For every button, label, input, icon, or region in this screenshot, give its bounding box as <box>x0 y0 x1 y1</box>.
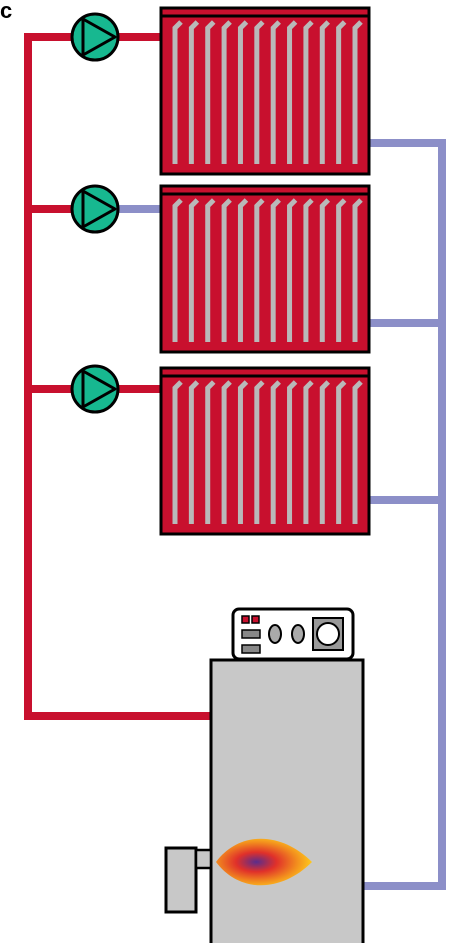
radiator-fin <box>254 380 265 524</box>
radiator-3 <box>159 366 371 536</box>
radiator-fin <box>319 380 331 524</box>
indicator-light <box>251 615 260 624</box>
pump-2-icon <box>70 184 120 234</box>
radiator-fin <box>172 20 183 164</box>
indicator-light <box>241 615 250 624</box>
panel-switch <box>241 629 261 639</box>
burner-nozzle <box>194 848 213 870</box>
radiator-1 <box>159 6 371 176</box>
pump-3-icon <box>70 364 120 414</box>
radiator-fin <box>352 198 363 342</box>
corner-label: c <box>0 0 13 23</box>
radiator-fin <box>172 198 183 342</box>
radiator-2 <box>159 184 371 354</box>
pump-arrow <box>81 189 117 229</box>
radiator-fin <box>205 20 216 164</box>
radiator-fin <box>254 198 265 342</box>
radiator-fin <box>172 380 183 524</box>
radiator-fin <box>270 198 281 342</box>
radiator-fin <box>336 380 347 524</box>
radiator-fin <box>221 20 232 164</box>
radiator-fin <box>270 380 281 524</box>
panel-switch <box>241 644 261 654</box>
radiator-fin <box>319 198 331 342</box>
return-pipe-segment <box>362 139 446 890</box>
radiator-fin <box>221 198 232 342</box>
radiator-fin <box>221 380 232 524</box>
radiator-fin <box>352 20 363 164</box>
radiator-fin <box>188 198 200 342</box>
radiator-fin <box>205 198 216 342</box>
radiator-body <box>159 14 371 176</box>
pump-arrow <box>81 369 117 409</box>
radiator-fin <box>270 20 281 164</box>
radiator-body <box>159 374 371 536</box>
pump-1-icon <box>70 12 120 62</box>
pump-arrow <box>81 17 117 57</box>
radiator-fin <box>287 198 298 342</box>
dial-knob <box>291 624 305 644</box>
radiator-fin <box>336 198 347 342</box>
radiator-fin <box>319 20 331 164</box>
boiler-icon <box>164 607 365 943</box>
radiator-body <box>159 192 371 354</box>
radiator-fin <box>336 20 347 164</box>
radiator-fin <box>352 380 363 524</box>
radiator-fin <box>303 380 314 524</box>
radiator-fin <box>205 380 216 524</box>
gauge-dial <box>316 622 340 646</box>
radiator-fin <box>303 198 314 342</box>
radiator-fin <box>237 380 249 524</box>
control-panel-icon <box>231 607 355 661</box>
radiator-fin <box>287 380 298 524</box>
radiator-fin <box>188 380 200 524</box>
radiator-fin <box>237 198 249 342</box>
dial-knob <box>268 624 282 644</box>
radiator-fin <box>188 20 200 164</box>
burner-housing <box>164 846 198 914</box>
radiator-fin <box>287 20 298 164</box>
radiator-fin <box>303 20 314 164</box>
radiator-fin <box>254 20 265 164</box>
boiler-body <box>209 658 365 943</box>
flame-icon <box>216 838 312 886</box>
radiator-fin <box>237 20 249 164</box>
